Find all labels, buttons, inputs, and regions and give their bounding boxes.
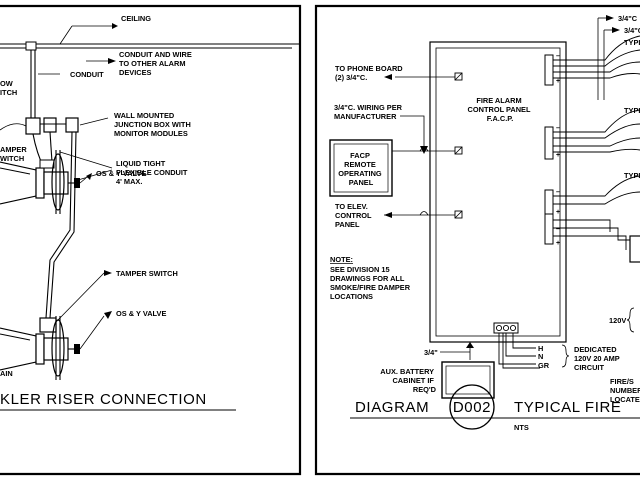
top-conduit-label-1: 3/4"C xyxy=(618,14,638,23)
facp-panel-outer xyxy=(429,41,567,343)
panel-knockouts xyxy=(454,72,463,219)
remote-panel-label: FACP REMOTE OPERATING PANEL xyxy=(338,151,383,187)
diagram-id-circle xyxy=(449,384,495,430)
svg-text:–: – xyxy=(556,226,560,233)
junction-box-leader xyxy=(79,117,109,126)
monitor-module-2 xyxy=(65,117,79,133)
conduit-label: CONDUIT xyxy=(70,70,104,79)
liquid-tight-leader-1 xyxy=(59,151,113,169)
elev-panel-label: TO ELEV. CONTROL PANEL xyxy=(335,202,373,229)
svg-text:–: – xyxy=(556,125,560,132)
typical-label-2: TYPIC xyxy=(624,106,640,115)
battery-cabinet-inner xyxy=(445,365,491,395)
svg-text:+: + xyxy=(556,209,560,216)
dedicated-brace xyxy=(561,344,570,368)
left-sheet-title: KLER RISER CONNECTION xyxy=(0,391,207,408)
battery-label: AUX. BATTERY CABINET IF REQ'D xyxy=(380,367,436,394)
note-heading: NOTE: xyxy=(330,255,353,264)
elev-panel-arrow-icon xyxy=(384,212,392,218)
lower-valve-assembly xyxy=(0,316,80,380)
terminal-strips xyxy=(544,54,554,245)
ceiling-label: CEILING xyxy=(121,14,151,23)
monitor-module-1 xyxy=(43,117,57,133)
os-y-valve-upper-label: OS & Y VALVE xyxy=(96,169,146,178)
ceiling-arrow-icon xyxy=(112,23,118,29)
terminal-h: H xyxy=(538,344,543,353)
terminal-polarity-marks: – + – + – + – + xyxy=(556,53,560,247)
fire-number-label: FIRE/S NUMBER LOCATE xyxy=(610,377,640,404)
facp-panel-inner xyxy=(435,47,561,337)
diagram-id: D002 xyxy=(453,399,491,416)
svg-text:+: + xyxy=(556,240,560,247)
terminal-wires xyxy=(553,35,640,250)
subtitle-nts: NTS xyxy=(514,423,529,432)
right-sheet: FIRE ALARM CONTROL PANEL F.A.C.P. TO PHO… xyxy=(314,4,640,476)
wiring-per-mfr-leader xyxy=(400,115,425,150)
liquid-tight-label: LIQUID TIGHT FLEXIBLE CONDUIT 4' MAX. xyxy=(116,159,190,186)
power-terminal-block xyxy=(493,322,519,334)
junction-box xyxy=(25,117,41,135)
left-sheet-border xyxy=(0,4,302,476)
note-body: SEE DIVISION 15 DRAWINGS FOR ALL SMOKE/F… xyxy=(330,265,412,301)
upper-valve-assembly xyxy=(0,150,92,214)
top-conduit-arrow-1-icon xyxy=(606,15,614,21)
battery-cabinet-box xyxy=(441,361,495,399)
phone-board-arrow-icon xyxy=(384,74,392,80)
main-label-partial: AIN xyxy=(0,369,13,378)
conduit-wire-arrow-icon xyxy=(108,58,116,64)
terminal-n: N xyxy=(538,352,543,361)
phone-board-label: TO PHONE BOARD (2) 3/4"C. xyxy=(335,64,405,82)
flex-conduit-2 xyxy=(49,131,53,163)
diagram-word: DIAGRAM xyxy=(355,399,429,416)
flow-switch-leader xyxy=(0,123,27,131)
dedicated-circuit-label: DEDICATED 120V 20 AMP CIRCUIT xyxy=(574,345,622,372)
tamper-switch-label-partial: AMPER WITCH xyxy=(0,145,29,163)
svg-text:–: – xyxy=(556,53,560,60)
top-conduit-label-2: 3/4"C xyxy=(624,26,640,35)
tamper-switch-lower-arrow-icon xyxy=(104,270,112,276)
conduit-34-label: 3/4" xyxy=(424,348,438,357)
os-y-valve-lower-label: OS & Y VALVE xyxy=(116,309,166,318)
svg-text:+: + xyxy=(556,152,560,159)
typical-label-1: TYPI xyxy=(624,38,640,47)
conduit-coupling xyxy=(25,41,37,51)
flex-conduit-3 xyxy=(45,131,73,319)
remote-panel-hop xyxy=(419,147,429,152)
v120-brace xyxy=(626,307,635,333)
conduit-and-wire-label: CONDUIT AND WIRE TO OTHER ALARM DEVICES xyxy=(119,50,194,77)
right-sheet-border xyxy=(314,4,640,476)
tamper-switch-lower-label: TAMPER SWITCH xyxy=(116,269,178,278)
liquid-tight-leader-2 xyxy=(77,169,113,181)
os-y-valve-lower-arrow-icon xyxy=(104,311,112,319)
wiring-per-mfr-label: 3/4"C. WIRING PER MANUFACTURER xyxy=(334,103,404,121)
remote-panel-box xyxy=(329,139,393,197)
junction-box-label: WALL MOUNTED JUNCTION BOX WITH MONITOR M… xyxy=(114,111,193,138)
power-wires xyxy=(498,333,540,369)
terminal-gr: GR xyxy=(538,361,550,370)
os-y-valve-upper-arrow-icon xyxy=(86,173,92,180)
elev-panel-hop xyxy=(419,211,429,216)
typical-label-3: TYPIC xyxy=(624,171,640,180)
svg-text:+: + xyxy=(556,78,560,85)
os-y-valve-lower-leader xyxy=(79,315,105,350)
remote-panel-inner xyxy=(333,143,389,193)
tamper-switch-lower-leader xyxy=(55,272,105,323)
left-sheet: CEILING CONDUIT AND WIRE TO OTHER ALARM … xyxy=(0,4,302,476)
right-device-box xyxy=(629,235,640,263)
flow-switch-label-partial: OW ITCH xyxy=(0,79,17,97)
facp-label: FIRE ALARM CONTROL PANEL F.A.C.P. xyxy=(468,96,533,123)
svg-text:–: – xyxy=(556,189,560,196)
v120-label: 120V xyxy=(609,316,626,325)
top-conduit-arrow-2-icon xyxy=(612,27,620,33)
right-sheet-title: TYPICAL FIRE xyxy=(514,399,622,416)
ceiling-leader-diag xyxy=(59,25,73,45)
